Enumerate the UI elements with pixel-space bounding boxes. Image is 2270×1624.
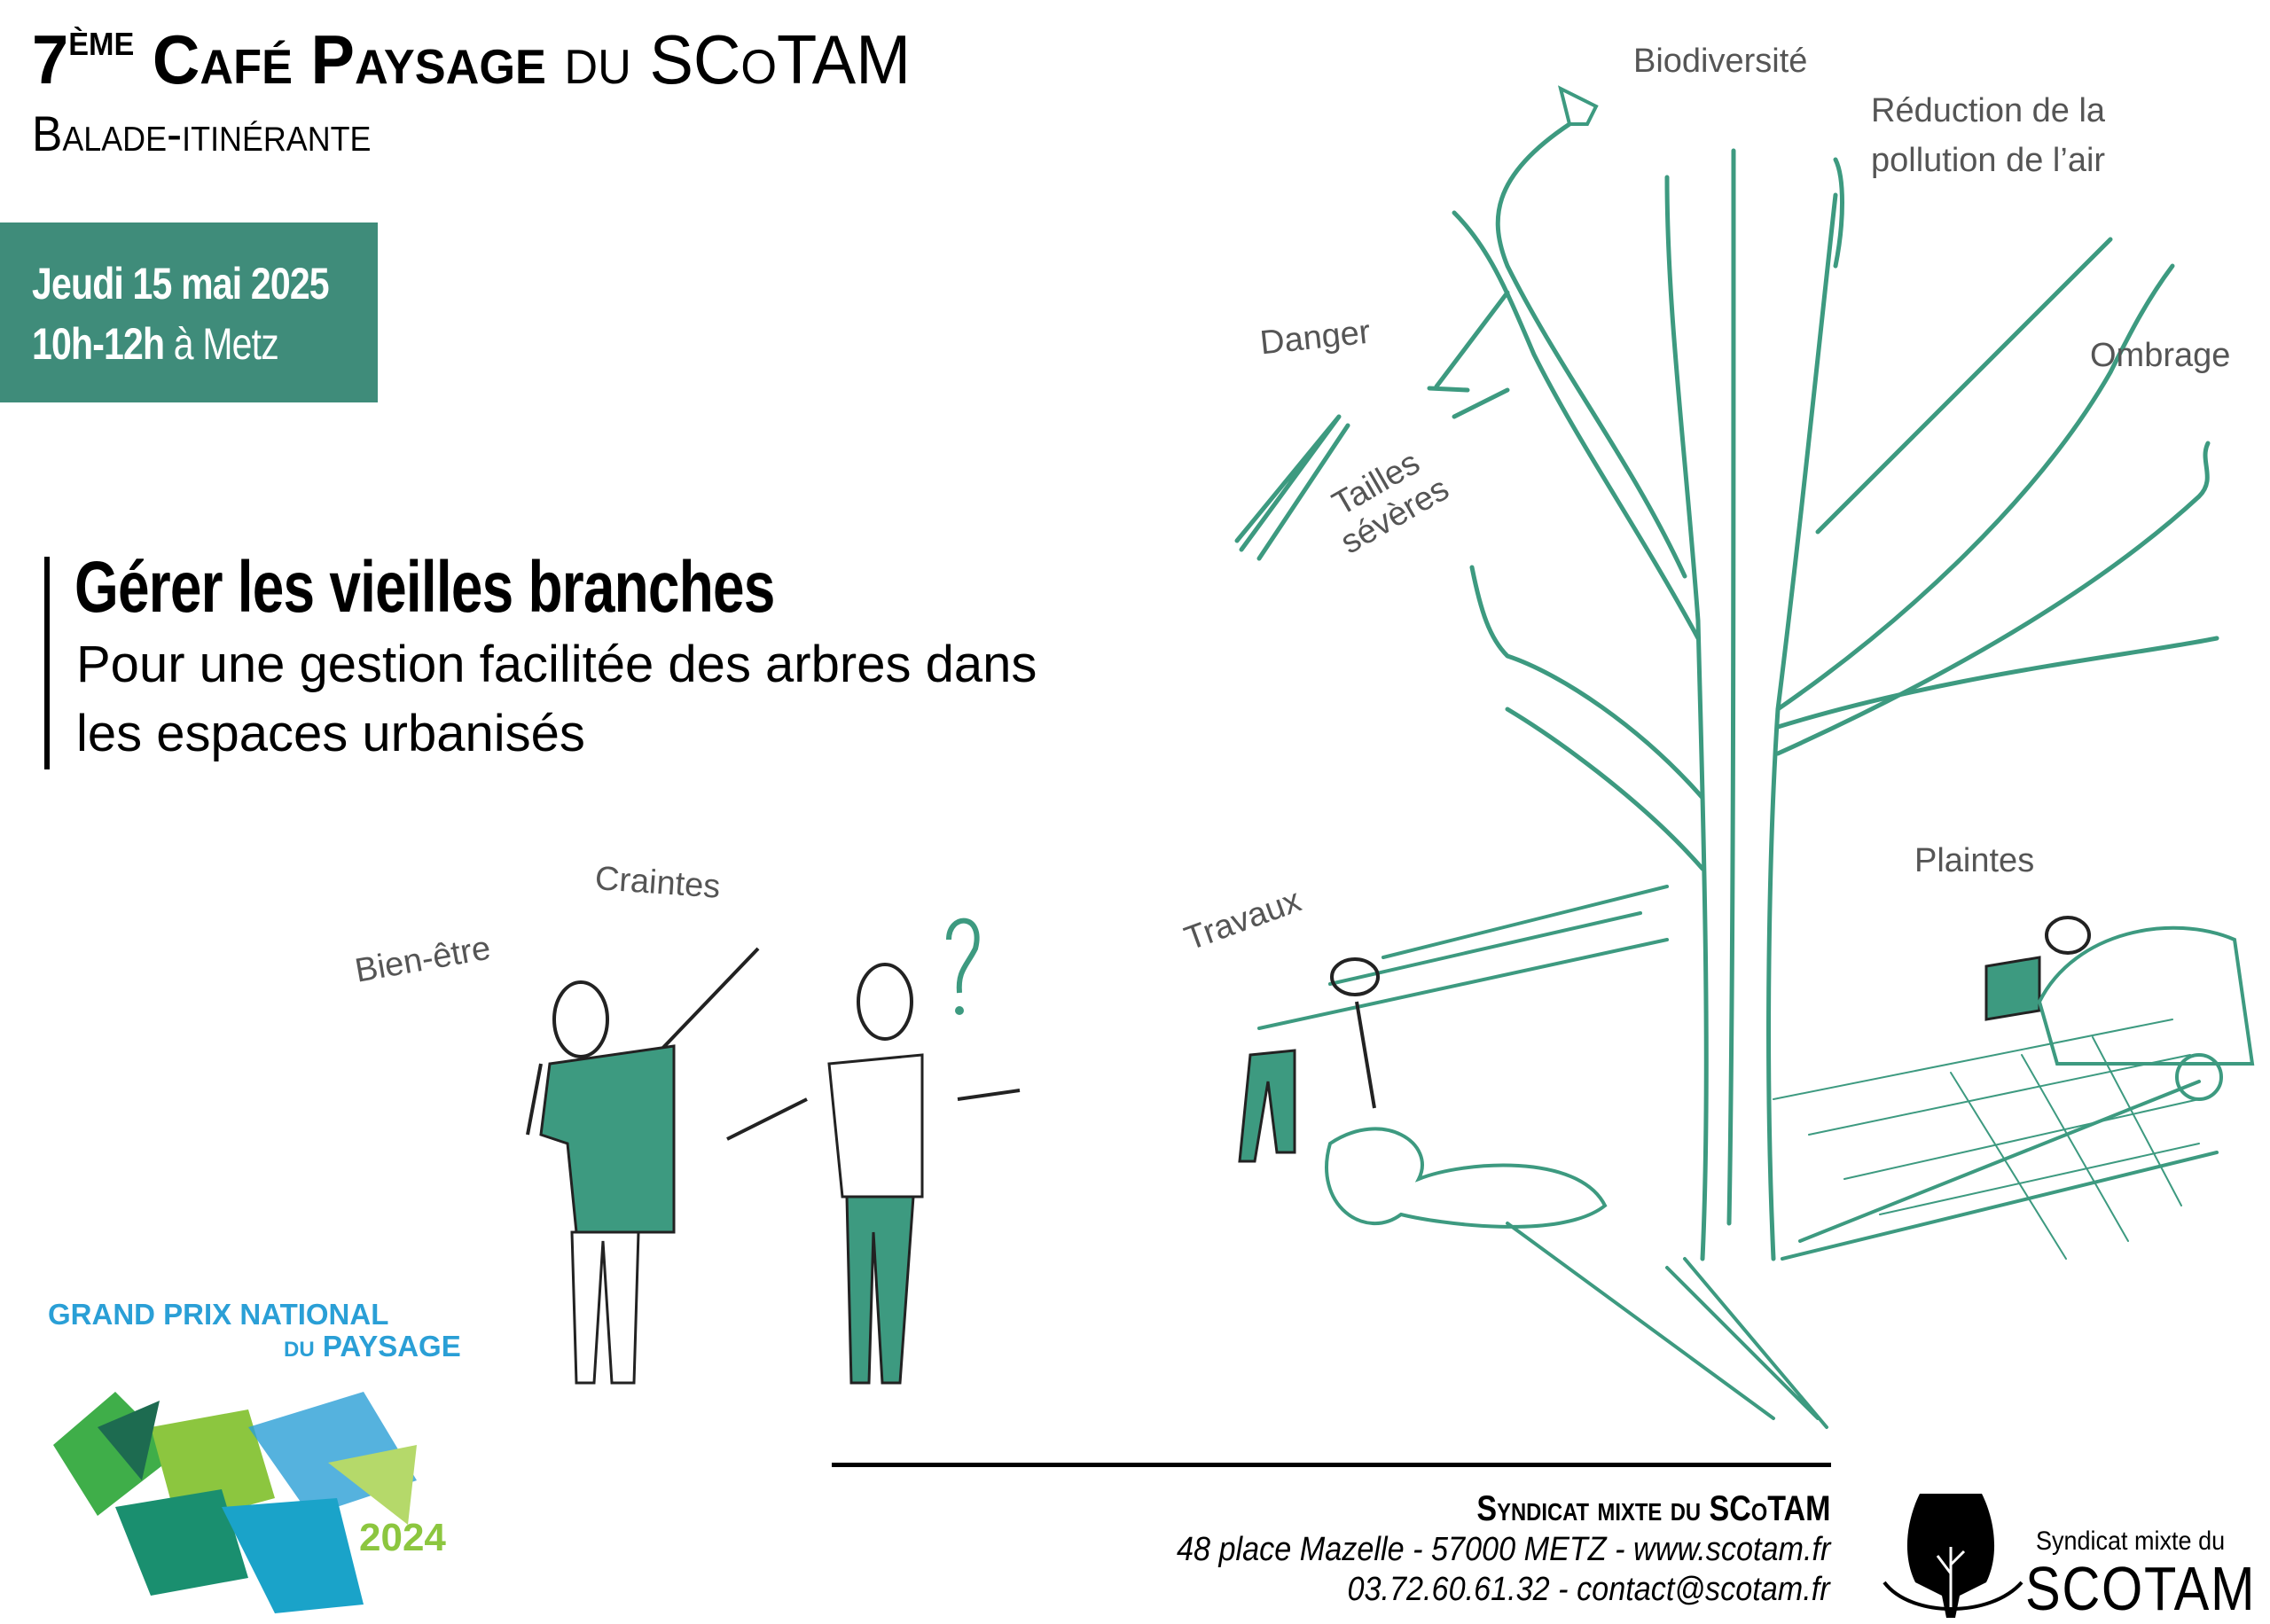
award-logo-graphic: [53, 1392, 417, 1613]
question-dot: [955, 1006, 964, 1015]
label-plaintes: Plaintes: [1914, 842, 2035, 879]
award-line2: DU PAYSAGE: [284, 1330, 461, 1363]
award-year: 2024: [359, 1516, 446, 1559]
sidewalk-lines: [1257, 885, 2219, 1429]
event-date: Jeudi 15 mai 2025: [32, 259, 330, 308]
main-heading: Gérer les vieilles branches: [74, 547, 775, 628]
label-pollution-line2: pollution de l’air: [1871, 142, 2106, 179]
people-clothes: [539, 956, 2041, 1385]
question-mark-icon: [946, 917, 980, 994]
roots-sketch: [1325, 1127, 1608, 1229]
footer-divider: [832, 1463, 1831, 1467]
award-du: DU: [284, 1338, 315, 1362]
car-sketch: [2037, 925, 2255, 1066]
title-number-suffix: ème: [68, 26, 135, 62]
subheading-line1: Pour une gestion facilitée des arbres da…: [76, 636, 1037, 693]
subheading-line2: les espaces urbanisés: [76, 705, 585, 762]
event-place: à Metz: [173, 319, 279, 369]
car-wheel: [2175, 1053, 2223, 1101]
heading-accent-bar: [44, 557, 50, 769]
logo-text-line2: SCOTAM: [2025, 1554, 2257, 1623]
tree: [1234, 121, 2219, 1261]
event-subtitle: Balade-itinérante: [32, 105, 372, 161]
label-ombrage: Ombrage: [2090, 337, 2231, 374]
scotam-tree-logo-icon: [1883, 1494, 2023, 1618]
logo-text-line1: Syndicat mixte du: [2036, 1526, 2226, 1556]
label-biodiversite: Biodiversité: [1633, 43, 1808, 80]
title-bold: Café Paysage: [152, 20, 546, 98]
people-sketch: [526, 916, 2091, 1141]
footer-org: Syndicat mixte du SCoTAM: [1476, 1489, 1830, 1528]
event-time-place: 10h-12h à Metz: [32, 318, 279, 370]
event-title: 7ème Café Paysage du SCoTAM: [32, 20, 911, 100]
award-line1: GRAND PRIX NATIONAL: [48, 1298, 389, 1331]
footer-contact[interactable]: 03.72.60.61.32 - contact@scotam.fr: [1347, 1571, 1830, 1608]
label-pollution-line1: Réduction de la: [1871, 92, 2106, 129]
title-rest: du SCoTAM: [564, 20, 911, 98]
bird-icon: [1558, 85, 1599, 126]
title-number: 7: [32, 20, 69, 98]
award-paysage: PAYSAGE: [322, 1330, 461, 1362]
event-time: 10h-12h: [32, 319, 165, 369]
footer-address[interactable]: 48 place Mazelle - 57000 METZ - www.scot…: [1176, 1531, 1830, 1568]
date-box: Jeudi 15 mai 2025 10h-12h à Metz: [0, 223, 378, 402]
